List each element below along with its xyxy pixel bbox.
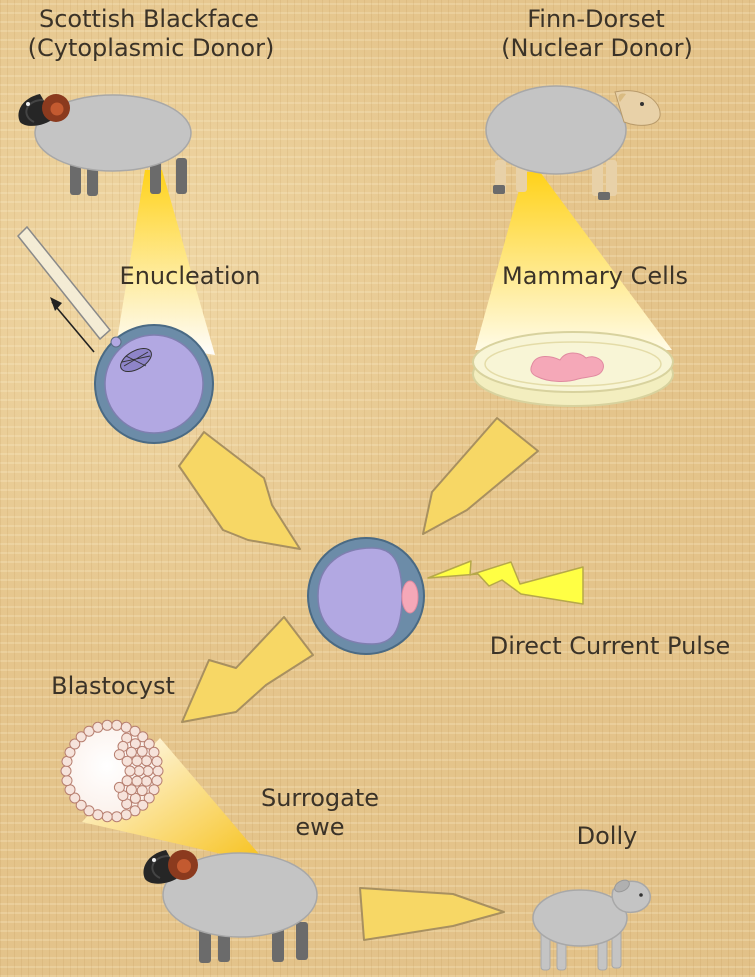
petri-dish-icon	[473, 332, 673, 406]
blastocyst-cell	[125, 766, 135, 776]
blastocyst-cell	[142, 756, 152, 766]
surrogate-ewe-label: Surrogate ewe	[238, 784, 402, 842]
blastocyst-cell	[93, 722, 103, 732]
arrow-fusion-to-blastocyst	[182, 617, 313, 722]
cytoplasmic-donor-subtitle: (Cytoplasmic Donor)	[2, 34, 300, 63]
surrogate-ewe-line2: ewe	[238, 813, 402, 842]
blastocyst-cell	[112, 720, 122, 730]
dolly-lamb-icon	[533, 878, 650, 970]
scottish-blackface-sheep-icon	[18, 94, 191, 196]
blastocyst-cell	[122, 756, 132, 766]
blastocyst-cell	[132, 776, 142, 786]
blastocyst-cell	[62, 756, 72, 766]
blastocyst-cell	[121, 810, 131, 820]
arrow-surrogate-to-dolly	[360, 888, 504, 940]
arrow-mammary-to-fusion	[423, 418, 538, 534]
mammary-cells-label: Mammary Cells	[482, 262, 708, 291]
blastocyst-label: Blastocyst	[37, 672, 189, 701]
arrow-enucleation-to-fusion	[179, 432, 300, 549]
blastocyst-cell	[61, 766, 71, 776]
blastocyst-cell	[153, 766, 163, 776]
blastocyst-cell	[149, 747, 159, 757]
light-beam-nuclear	[475, 172, 672, 350]
enucleation-pipette-icon	[18, 227, 110, 352]
blastocyst-cell	[152, 756, 162, 766]
surrogate-ewe-sheep-icon	[143, 850, 317, 963]
blastocyst-cell	[62, 776, 72, 786]
blastocyst-cell	[114, 782, 124, 792]
blastocyst-cell	[137, 746, 147, 756]
enucleation-egg-cell	[95, 325, 213, 443]
blastocyst-cell	[102, 812, 112, 822]
blastocyst-cell	[112, 812, 122, 822]
blastocyst-cell	[142, 776, 152, 786]
nuclear-donor-subtitle: (Nuclear Donor)	[482, 34, 712, 63]
surrogate-ewe-line1: Surrogate	[238, 784, 402, 813]
blastocyst-cell	[102, 720, 112, 730]
finn-dorset-sheep-icon	[486, 86, 660, 200]
enucleation-label: Enucleation	[104, 262, 276, 291]
dolly-label: Dolly	[560, 822, 654, 851]
blastocyst-cell	[132, 756, 142, 766]
cytoplasmic-donor-title: Scottish Blackface	[8, 5, 290, 34]
direct-current-pulse-label: Direct Current Pulse	[468, 632, 752, 661]
nuclear-donor-title: Finn-Dorset	[487, 5, 705, 34]
blastocyst-cell	[152, 776, 162, 786]
lightning-bolt-icon	[428, 561, 583, 604]
blastocyst-cell	[65, 785, 75, 795]
fused-egg-cell	[308, 538, 424, 654]
blastocyst-icon	[61, 720, 163, 821]
